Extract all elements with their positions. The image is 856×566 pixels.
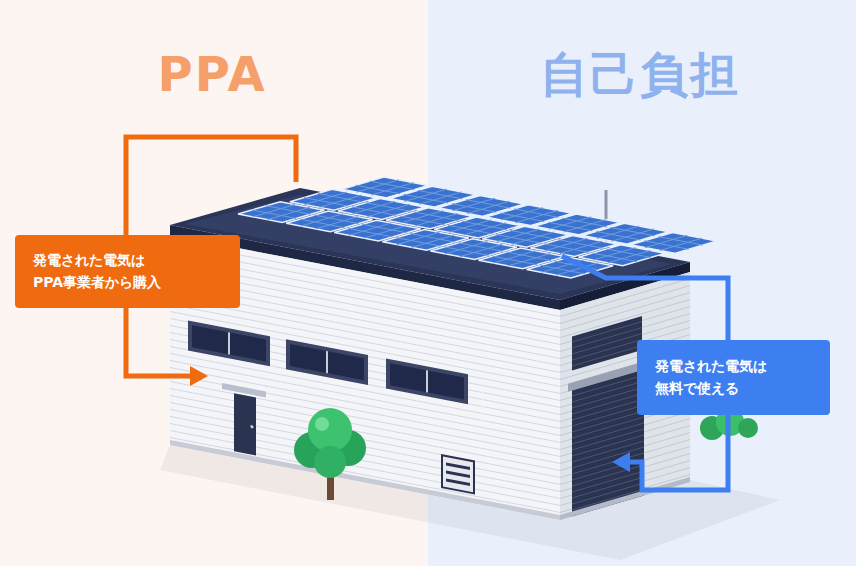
panel-cell-line	[610, 227, 654, 236]
panel-cell-line	[444, 247, 488, 256]
panel-cell-line	[305, 192, 347, 204]
panel-cell-line	[449, 220, 491, 232]
panel-cell-line	[314, 215, 358, 224]
panel-cell-line	[607, 249, 651, 258]
panel-cell-line	[645, 235, 687, 247]
section-heading: PPA	[157, 50, 266, 98]
panel-cell-line	[496, 235, 540, 244]
panel-cell-line	[304, 198, 348, 207]
panel-cell-line	[410, 234, 454, 243]
panel-cell-line	[501, 208, 543, 220]
panel-cell-line	[318, 193, 362, 202]
panel-cell-line	[562, 218, 606, 227]
panel-cell-line	[608, 251, 650, 263]
callout-box: 発電された電気は 無料で使える	[637, 340, 830, 415]
panel-cell-line	[466, 200, 510, 209]
panel-cell-line	[418, 190, 462, 199]
panel-cell-line	[459, 243, 503, 252]
panel-cell-line	[266, 206, 310, 215]
panel-cell-line	[253, 205, 295, 217]
panel-cell-line	[370, 181, 414, 190]
panel-cell-line	[352, 207, 396, 216]
panel-cell-line	[596, 231, 640, 240]
panel-cell-line	[462, 221, 506, 230]
panel-cell-line	[548, 222, 592, 231]
panel-cell-line	[493, 256, 537, 265]
panel-cell-line	[497, 229, 539, 241]
panel-cell-line	[644, 241, 688, 250]
panel-cell-line	[445, 242, 487, 254]
panel-cell-line	[593, 253, 637, 262]
panel-cell-line	[597, 226, 639, 238]
panel-cell-line	[545, 238, 587, 250]
panel-cell-line	[400, 216, 444, 225]
panel-cell-line	[396, 238, 440, 247]
panel-cell-line	[353, 201, 395, 213]
panel-cell-line	[493, 251, 535, 263]
panel-cell-line	[252, 210, 296, 219]
panel-cell-line	[514, 209, 558, 218]
panel-cell-line	[660, 238, 702, 250]
panel-cell-line	[510, 230, 554, 239]
panel-cell-line	[559, 240, 603, 249]
panel-cell-line	[405, 189, 447, 201]
panel-cell-line	[593, 248, 635, 260]
panel-cell-line	[356, 180, 398, 192]
panel-cell-line	[362, 224, 406, 233]
panel-cell-line	[658, 237, 702, 246]
callout-text: 発電された電気は 無料で使える	[655, 356, 775, 399]
panel-cell-line	[401, 211, 443, 223]
solar-panel	[630, 233, 716, 254]
panel-cell-line	[544, 244, 588, 253]
panel-cell-line	[404, 194, 448, 203]
panel-cell-line	[507, 252, 551, 261]
callout-text: 発電された電気は PPA事業者から購入	[33, 250, 165, 293]
panel-cell-line	[349, 223, 391, 235]
panel-cell-line	[397, 232, 439, 244]
panel-cell-line	[448, 225, 492, 234]
panel-cell-line	[549, 217, 591, 229]
panel-cell-line	[414, 212, 458, 221]
section-heading: 自己負担	[540, 50, 740, 98]
panel-cell-line	[500, 213, 544, 222]
panel-cell-line	[356, 185, 400, 194]
panel-cell-line	[452, 204, 496, 213]
panel-cell-line	[453, 198, 495, 210]
panel-cell-line	[348, 228, 392, 237]
callout-box: 発電された電気は PPA事業者から購入	[15, 235, 240, 308]
panel-cell-line	[301, 214, 343, 226]
panel-cell-line	[366, 203, 410, 212]
panel-cell-line	[300, 219, 344, 228]
